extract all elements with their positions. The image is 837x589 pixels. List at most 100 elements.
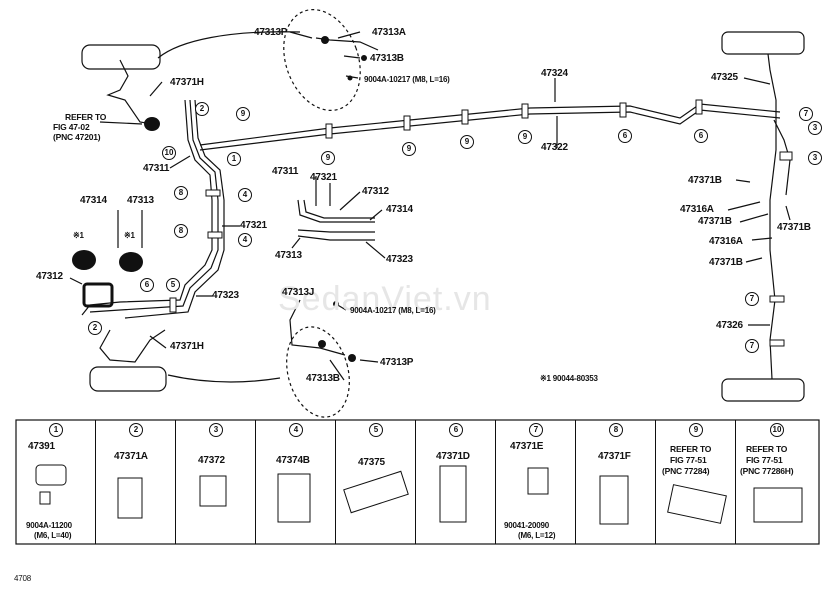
callout-1: 1: [227, 152, 241, 166]
label-47321-left: 47321: [240, 220, 267, 231]
parts-cell: 10 REFER TO FIG 77-51 (PNC 77286H): [736, 420, 819, 544]
cell-part: 47371F: [598, 451, 631, 462]
parts-table: 1 47391 9004A-11200 (M6, L=40) 2 47371A …: [16, 420, 819, 544]
label-footnote: ※1 90044-80353: [540, 374, 598, 383]
cell-number: 4: [289, 423, 303, 437]
label-bolt-mid: 9004A-10217 (M8, L=16): [350, 306, 436, 315]
cell-sub2: (M6, L=12): [518, 531, 556, 540]
cell-sub: 9004A-11200: [26, 521, 72, 530]
label-47311-left: 47311: [143, 163, 170, 174]
label-47316a-1: 47316A: [680, 204, 714, 215]
label-47314-left: 47314: [80, 195, 107, 206]
callout-4: 4: [238, 188, 252, 202]
parts-cell: 9 REFER TO FIG 77-51 (PNC 77284): [656, 420, 736, 544]
cell-sub: FIG 77-51: [746, 455, 783, 465]
cell-sub2: (PNC 77286H): [740, 466, 794, 476]
cell-part: 47374B: [276, 455, 310, 466]
callout-3: 3: [808, 151, 822, 165]
watermark: SedanViet.vn: [278, 280, 492, 318]
label-47321-mid: 47321: [310, 172, 337, 183]
label-47314-mid: 47314: [386, 204, 413, 215]
label-47322: 47322: [541, 142, 568, 153]
label-47312-left: 47312: [36, 271, 63, 282]
parts-cell: 7 47371E 90041-20090 (M6, L=12): [496, 420, 576, 544]
cell-part: REFER TO: [746, 444, 788, 454]
label-47313-mid: 47313: [275, 250, 302, 261]
callout-9: 9: [236, 107, 250, 121]
label-47371h-bottom: 47371H: [170, 341, 204, 352]
label-47323-mid: 47323: [386, 254, 413, 265]
callout-6: 6: [694, 129, 708, 143]
cell-number: 1: [49, 423, 63, 437]
cell-sub: FIG 77-51: [670, 455, 707, 465]
label-47371b-4: 47371B: [709, 257, 743, 268]
label-47313p-bottom: 47313P: [380, 357, 414, 368]
label-47313p-top: 47313P: [254, 27, 288, 38]
label-47326: 47326: [716, 320, 743, 331]
callout-5: 5: [166, 278, 180, 292]
cell-part: 47372: [198, 455, 225, 466]
label-47325: 47325: [711, 72, 738, 83]
cell-number: 8: [609, 423, 623, 437]
parts-cell: 6 47371D: [416, 420, 496, 544]
label-47312-mid: 47312: [362, 186, 389, 197]
callout-4: 4: [238, 233, 252, 247]
callout-9: 9: [402, 142, 416, 156]
cell-part: 47371D: [436, 451, 470, 462]
cell-part: 47375: [358, 457, 385, 468]
callout-9: 9: [518, 130, 532, 144]
label-47324: 47324: [541, 68, 568, 79]
cell-number: 6: [449, 423, 463, 437]
cell-part: 47391: [28, 441, 55, 452]
parts-cell: 3 47372: [176, 420, 256, 544]
figure-code: 4708: [14, 574, 31, 583]
callout-7: 7: [745, 292, 759, 306]
callout-2: 2: [195, 102, 209, 116]
label-47371h-top: 47371H: [170, 77, 204, 88]
label-47316a-2: 47316A: [709, 236, 743, 247]
label-47371b-2: 47371B: [698, 216, 732, 227]
cell-sub2: (PNC 77284): [662, 466, 710, 476]
label-47313j: 47313J: [282, 287, 315, 298]
cell-number: 9: [689, 423, 703, 437]
parts-cell: 4 47374B: [256, 420, 336, 544]
label-47313-left: 47313: [127, 195, 154, 206]
cell-sub2: (M6, L=40): [34, 531, 72, 540]
callout-7: 7: [799, 107, 813, 121]
parts-cell: 5 47375: [336, 420, 416, 544]
cell-part: 47371E: [510, 441, 544, 452]
label-47371b-1: 47371B: [688, 175, 722, 186]
callout-6: 6: [140, 278, 154, 292]
callout-8: 8: [174, 224, 188, 238]
label-mark-left-1: ※1: [73, 231, 84, 240]
cell-sub: 90041-20090: [504, 521, 549, 530]
callout-9: 9: [321, 151, 335, 165]
callout-6: 6: [618, 129, 632, 143]
label-refer-top-1: REFER TO: [65, 112, 107, 122]
label-47313a: 47313A: [372, 27, 406, 38]
callout-9: 9: [460, 135, 474, 149]
parts-cell: 2 47371A: [96, 420, 176, 544]
label-47311-mid: 47311: [272, 166, 299, 177]
callout-2: 2: [88, 321, 102, 335]
cell-part: 47371A: [114, 451, 148, 462]
callout-7: 7: [745, 339, 759, 353]
cell-number: 5: [369, 423, 383, 437]
label-mark-left-2: ※1: [124, 231, 135, 240]
cell-number: 7: [529, 423, 543, 437]
cell-number: 10: [770, 423, 784, 437]
label-47323-left: 47323: [212, 290, 239, 301]
label-47313b-bottom: 47313B: [306, 373, 340, 384]
parts-cell: 8 47371F: [576, 420, 656, 544]
label-47371b-3: 47371B: [777, 222, 811, 233]
label-refer-top-2: FIG 47-02: [53, 122, 90, 132]
label-47313b-top: 47313B: [370, 53, 404, 64]
callout-3: 3: [808, 121, 822, 135]
parts-cell: 1 47391 9004A-11200 (M6, L=40): [16, 420, 96, 544]
cell-number: 3: [209, 423, 223, 437]
cell-number: 2: [129, 423, 143, 437]
callout-8: 8: [174, 186, 188, 200]
label-bolt-top: 9004A-10217 (M8, L=16): [364, 75, 450, 84]
label-refer-top-3: (PNC 47201): [53, 132, 101, 142]
